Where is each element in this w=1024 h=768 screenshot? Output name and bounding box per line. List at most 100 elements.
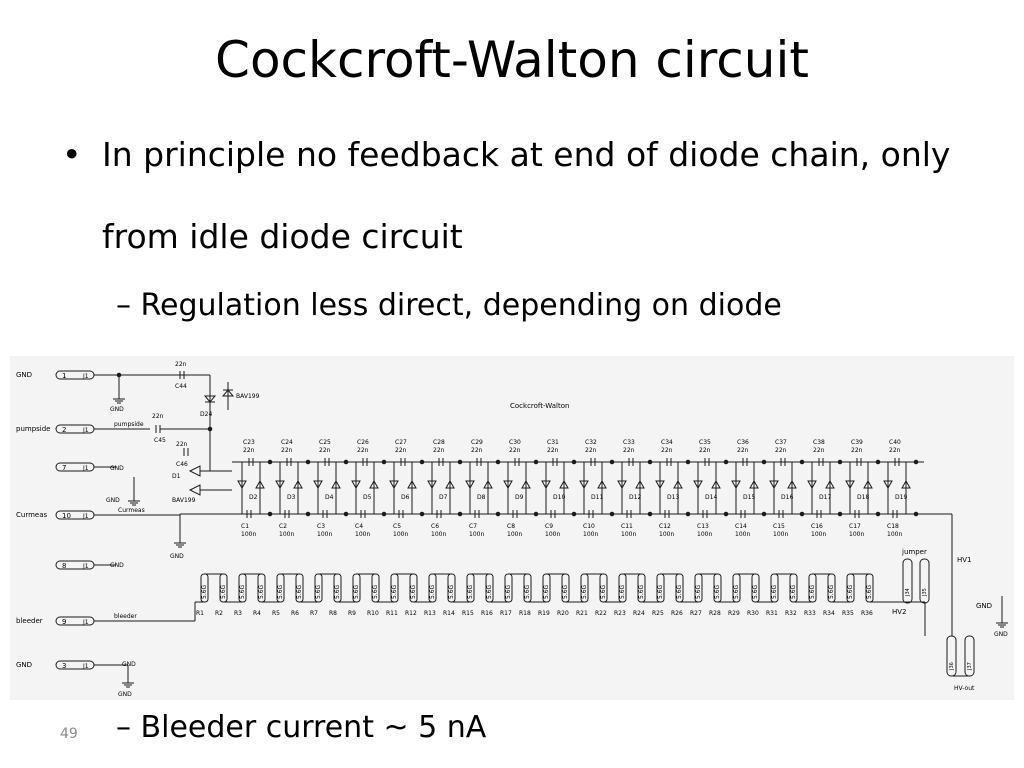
- resistor-ref: R18: [519, 610, 531, 617]
- junction-dot: [381, 459, 387, 465]
- bottom-capacitor-value: 100n: [545, 531, 560, 538]
- resistor-ref: R15: [462, 610, 474, 617]
- junction-dot: [723, 459, 729, 465]
- connector-pin-number: 9: [62, 618, 66, 626]
- junction-dot: [305, 511, 311, 517]
- junction-dot: [419, 511, 425, 517]
- junction-dot: [571, 459, 577, 465]
- diode-ref: D18: [857, 494, 869, 501]
- jumper-ref: J35: [922, 588, 928, 597]
- top-capacitor-value: 22n: [737, 447, 749, 454]
- resistor-value: 5.6G: [695, 584, 702, 599]
- jumper-j36: [946, 635, 957, 677]
- resistor-value: 5.6G: [809, 584, 816, 599]
- connector-pin-number: 3: [62, 662, 66, 670]
- top-capacitor-value: 22n: [395, 447, 407, 454]
- diode-up: [313, 480, 323, 490]
- top-capacitor-value: 22n: [433, 447, 445, 454]
- diode-up: [845, 480, 855, 490]
- junction-dot: [457, 459, 463, 465]
- c45-value: 22n: [152, 413, 164, 420]
- resistor-ref: R3: [234, 610, 242, 617]
- bottom-capacitor-ref: C12: [659, 523, 671, 530]
- resistor-value: 5.6G: [486, 584, 493, 599]
- bottom-capacitor-value: 100n: [355, 531, 370, 538]
- top-capacitor-value: 22n: [243, 447, 255, 454]
- diode-d24: [203, 395, 217, 403]
- diode-up: [275, 480, 285, 490]
- top-capacitor-value: 22n: [281, 447, 293, 454]
- diode-ref: D13: [667, 494, 679, 501]
- c44-value: 22n: [175, 361, 187, 368]
- connector-ref: J1: [82, 563, 89, 570]
- top-capacitor-value: 22n: [319, 447, 331, 454]
- resistor-ref: R29: [728, 610, 740, 617]
- resistor-value: 5.6G: [448, 584, 455, 599]
- gnd-label: GND: [110, 562, 124, 569]
- resistor-value: 5.6G: [638, 584, 645, 599]
- top-capacitor-value: 22n: [661, 447, 673, 454]
- bottom-capacitor-ref: C13: [697, 523, 709, 530]
- bottom-capacitor-ref: C15: [773, 523, 785, 530]
- resistor-value: 5.6G: [391, 584, 398, 599]
- bottom-capacitor-ref: C2: [279, 523, 287, 530]
- resistor-value: 5.6G: [771, 584, 778, 599]
- resistor-value: 5.6G: [372, 584, 379, 599]
- junction-dot: [495, 511, 501, 517]
- resistor-ref: R1: [196, 610, 204, 617]
- top-capacitor-ref: C23: [243, 439, 255, 446]
- connector-ref: J1: [82, 619, 89, 626]
- bottom-capacitor-value: 100n: [317, 531, 332, 538]
- bottom-capacitor-ref: C5: [393, 523, 401, 530]
- resistor-ref: R31: [766, 610, 778, 617]
- resistor-value: 5.6G: [676, 584, 683, 599]
- diode-ref: D19: [895, 494, 907, 501]
- diode-ref: D15: [743, 494, 755, 501]
- resistor-ref: R6: [291, 610, 299, 617]
- junction-dot: [609, 459, 615, 465]
- top-capacitor-value: 22n: [813, 447, 825, 454]
- resistor-ref: R21: [576, 610, 588, 617]
- top-capacitor-ref: C38: [813, 439, 825, 446]
- diode-up: [693, 480, 703, 490]
- bottom-capacitor-value: 100n: [279, 531, 294, 538]
- resistor-value: 5.6G: [752, 584, 759, 599]
- junction-dot: [381, 511, 387, 517]
- curmeas-net-label: Curmeas: [118, 507, 145, 514]
- bottom-capacitor-value: 100n: [621, 531, 636, 538]
- bottom-capacitor-ref: C10: [583, 523, 595, 530]
- connector-pin-number: 1: [62, 372, 66, 380]
- connector-label: bleeder: [16, 617, 43, 625]
- bottom-capacitor-ref: C17: [849, 523, 861, 530]
- junction-dot: [609, 511, 615, 517]
- top-capacitor-value: 22n: [775, 447, 787, 454]
- junction-dot: [267, 459, 273, 465]
- resistor-ref: R30: [747, 610, 759, 617]
- diode-up: [807, 480, 817, 490]
- resistor-ref: R8: [329, 610, 337, 617]
- connector-ref: J1: [82, 663, 89, 670]
- diode-up: [427, 480, 437, 490]
- resistor-ref: R5: [272, 610, 280, 617]
- connector-pin-number: 7: [62, 464, 66, 472]
- diode-ref: D2: [249, 494, 258, 501]
- schematic-sheet-title: Cockcroft-Walton: [510, 402, 569, 410]
- connector-label: Curmeas: [16, 511, 47, 519]
- top-capacitor-ref: C26: [357, 439, 369, 446]
- resistor-ref: R14: [443, 610, 455, 617]
- junction-dot: [647, 511, 653, 517]
- diode-ref: D9: [515, 494, 524, 501]
- top-capacitor-value: 22n: [851, 447, 863, 454]
- resistor-value: 5.6G: [296, 584, 303, 599]
- jumper-ref: J34: [905, 588, 911, 597]
- bottom-capacitor-ref: C4: [355, 523, 363, 530]
- bav199-label-top: BAV199: [236, 393, 260, 400]
- connector-label: GND: [16, 661, 32, 669]
- bottom-capacitor-ref: C6: [431, 523, 439, 530]
- bottom-capacitor-value: 100n: [811, 531, 826, 538]
- resistor-value: 5.6G: [505, 584, 512, 599]
- sub-item-bleeder: – Bleeder current ~ 5 nA: [116, 710, 487, 745]
- pumpside-net-label: pumpside: [114, 421, 144, 428]
- bullet-text: In principle no feedback at end of diode…: [102, 135, 951, 256]
- junction-dot: [685, 511, 691, 517]
